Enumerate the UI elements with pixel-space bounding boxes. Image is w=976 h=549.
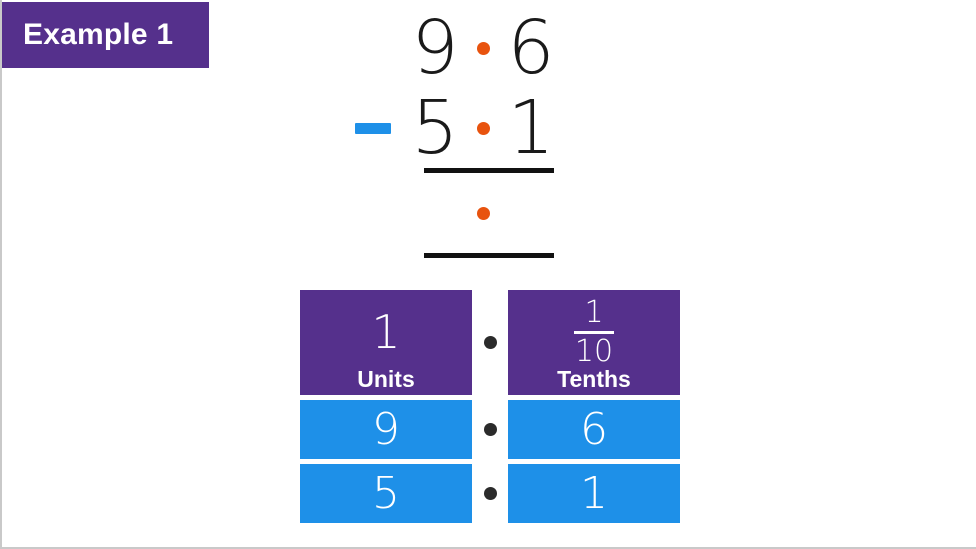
cell-value: 1: [580, 467, 608, 519]
decimal-separator-icon: [483, 336, 497, 349]
answer-rule-top: [424, 168, 554, 173]
minus-icon: [355, 122, 391, 134]
decimal-point-icon: [476, 121, 490, 135]
cell-value: 5: [372, 467, 400, 519]
subtrahend-tenths-digit: 1: [507, 85, 555, 171]
cell-tenths-subtrahend: 1: [508, 464, 680, 523]
decimal-point-icon: [476, 41, 490, 55]
cell-units-subtrahend: 5: [300, 464, 472, 523]
minuend-decimal-point: [466, 41, 500, 55]
place-value-row-subtrahend: 5 1: [300, 464, 680, 523]
tenths-numerator: 1: [584, 295, 604, 330]
cell-value: 9: [372, 403, 400, 455]
units-symbol: 1: [371, 305, 401, 359]
cell-value: 6: [580, 403, 608, 455]
column-subtraction: 9 6 5 1: [342, 0, 642, 275]
units-symbol-wrap: 1: [371, 296, 400, 368]
answer-row: [342, 183, 642, 243]
decimal-point-icon: [476, 206, 490, 220]
header-cell-units: 1 Units: [300, 290, 472, 395]
cell-tenths-minuend: 6: [508, 400, 680, 459]
header-cell-tenths: 1 10 Tenths: [508, 290, 680, 395]
answer-decimal-point: [466, 206, 500, 220]
fraction-bar: [574, 330, 614, 334]
minuend-tenths-digit: 6: [507, 5, 555, 91]
subtrahend-row: 5 1: [342, 88, 642, 168]
place-value-table: 1 Units 1 10 Tenths: [300, 290, 680, 524]
place-value-row-minuend: 9 6: [300, 400, 680, 459]
example-badge: Example 1: [2, 2, 209, 68]
subtrahend-decimal-point: [466, 121, 500, 135]
decimal-separator-icon: [483, 487, 497, 500]
cell-units-minuend: 9: [300, 400, 472, 459]
minuend-units-digit: 9: [411, 5, 459, 91]
subtrahend-units-digit: 5: [411, 85, 459, 171]
minuend-row: 9 6: [342, 8, 642, 88]
place-value-header-row: 1 Units 1 10 Tenths: [300, 290, 680, 395]
units-label: Units: [357, 366, 415, 392]
example-badge-label: Example 1: [23, 18, 174, 51]
tenths-label: Tenths: [557, 366, 631, 392]
row-separator: [472, 464, 508, 523]
tenths-fraction: 1 10: [574, 297, 614, 367]
minus-operator: [342, 122, 404, 134]
decimal-separator-icon: [483, 423, 497, 436]
tenths-fraction-wrap: 1 10: [574, 296, 614, 368]
tenths-denominator: 10: [574, 333, 614, 369]
header-separator: [472, 290, 508, 395]
answer-rule-bottom: [424, 253, 554, 258]
row-separator: [472, 400, 508, 459]
